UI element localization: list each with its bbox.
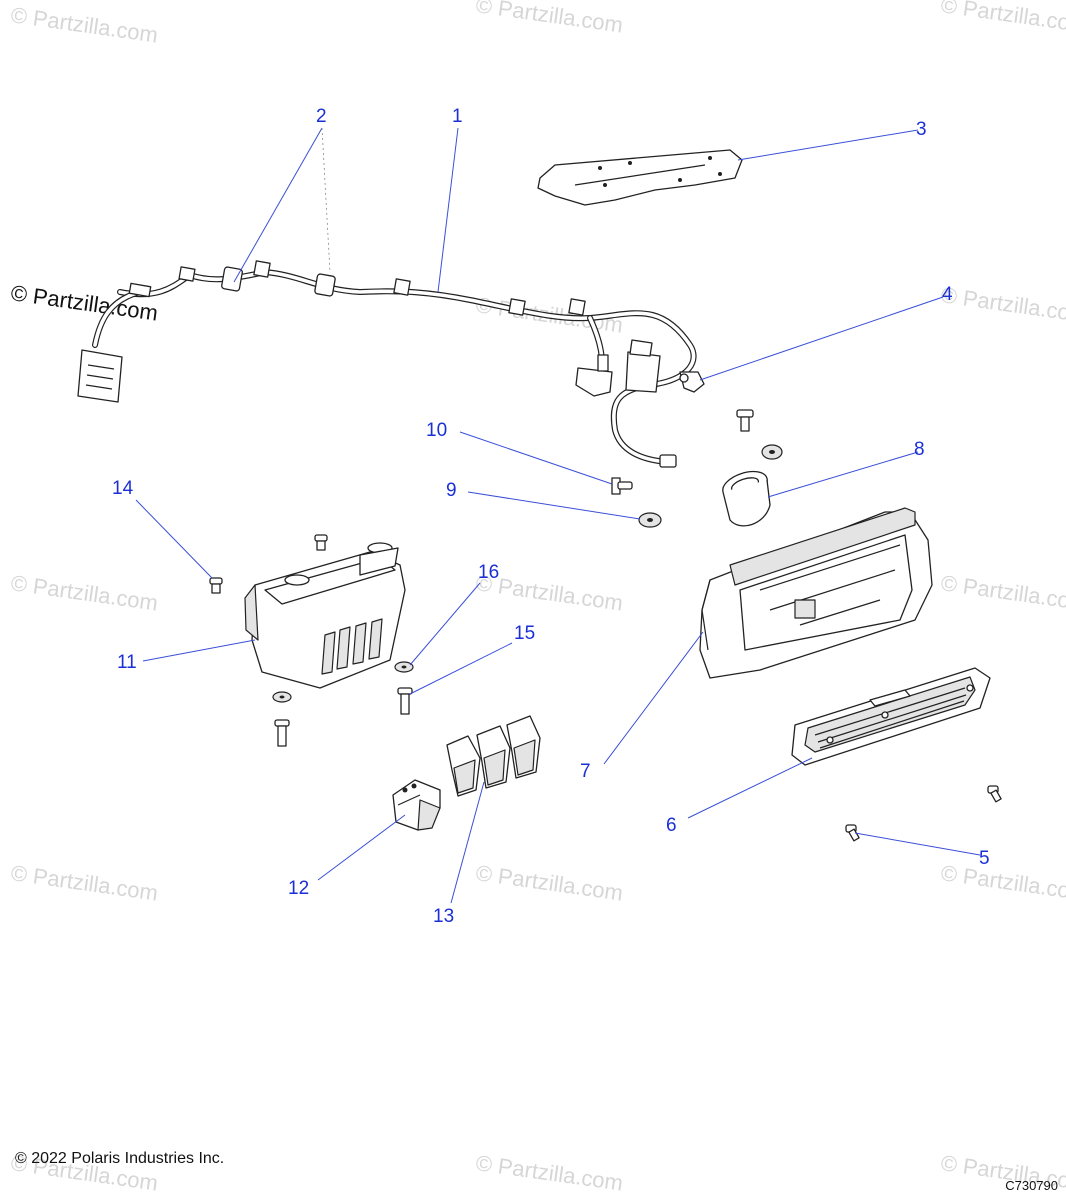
watermark: © Partzilla.com bbox=[474, 0, 624, 38]
callout-11: 11 bbox=[117, 652, 137, 673]
watermark: © Partzilla.com bbox=[9, 570, 159, 615]
drawing-id: C730790 bbox=[1005, 1178, 1058, 1193]
grille-part bbox=[791, 667, 991, 766]
callout-16: 16 bbox=[478, 562, 499, 583]
callout-7: 7 bbox=[580, 761, 591, 782]
callout-10: 10 bbox=[426, 420, 447, 441]
washer-16-part bbox=[394, 661, 414, 673]
callout-3: 3 bbox=[916, 119, 927, 140]
push-pin-part bbox=[209, 534, 328, 594]
switch-blank-part bbox=[446, 715, 541, 797]
watermark: © Partzilla.com bbox=[939, 282, 1066, 327]
callout-9: 9 bbox=[446, 480, 457, 501]
callout-12: 12 bbox=[288, 878, 309, 899]
copyright-text: © 2022 Polaris Industries Inc. bbox=[15, 1150, 225, 1167]
watermark: © Partzilla.com bbox=[474, 860, 624, 905]
screw-10-part bbox=[611, 477, 633, 495]
callout-6: 6 bbox=[666, 815, 677, 836]
callout-2: 2 bbox=[316, 106, 327, 127]
screw-part bbox=[736, 409, 754, 432]
callout-8: 8 bbox=[914, 439, 925, 460]
watermark: © Partzilla.com bbox=[474, 1150, 624, 1195]
switch-bezel-part bbox=[244, 542, 406, 689]
bracket-plate-part bbox=[537, 149, 743, 206]
washer-9-part bbox=[638, 512, 662, 528]
watermark: © Partzilla.com bbox=[939, 570, 1066, 615]
callout-13: 13 bbox=[433, 906, 454, 927]
leader-lines bbox=[135, 127, 981, 904]
watermark: © Partzilla.com bbox=[939, 0, 1066, 38]
callout-labels: 1 2 3 4 5 6 7 8 9 10 11 12 13 14 15 16 bbox=[112, 106, 990, 927]
wiring-harness-part bbox=[77, 260, 697, 468]
tape-roll-part bbox=[722, 470, 771, 527]
watermark: © Partzilla.com bbox=[9, 860, 159, 905]
callout-5: 5 bbox=[979, 848, 990, 869]
watermark: © Partzilla.com bbox=[9, 2, 159, 47]
watermark: © Partzilla.com bbox=[939, 860, 1066, 905]
console-housing-part bbox=[699, 507, 933, 679]
rocker-switch-part bbox=[392, 779, 441, 831]
washer-part bbox=[761, 444, 783, 460]
callout-4: 4 bbox=[942, 284, 953, 305]
screw-left-part bbox=[274, 719, 290, 747]
screw-15-part bbox=[397, 687, 413, 715]
washer-left-part bbox=[272, 691, 292, 703]
callout-14: 14 bbox=[112, 478, 134, 499]
callout-1: 1 bbox=[452, 106, 463, 127]
screw-5-part bbox=[845, 785, 1002, 842]
callout-15: 15 bbox=[514, 623, 535, 644]
clip-part bbox=[679, 371, 705, 393]
